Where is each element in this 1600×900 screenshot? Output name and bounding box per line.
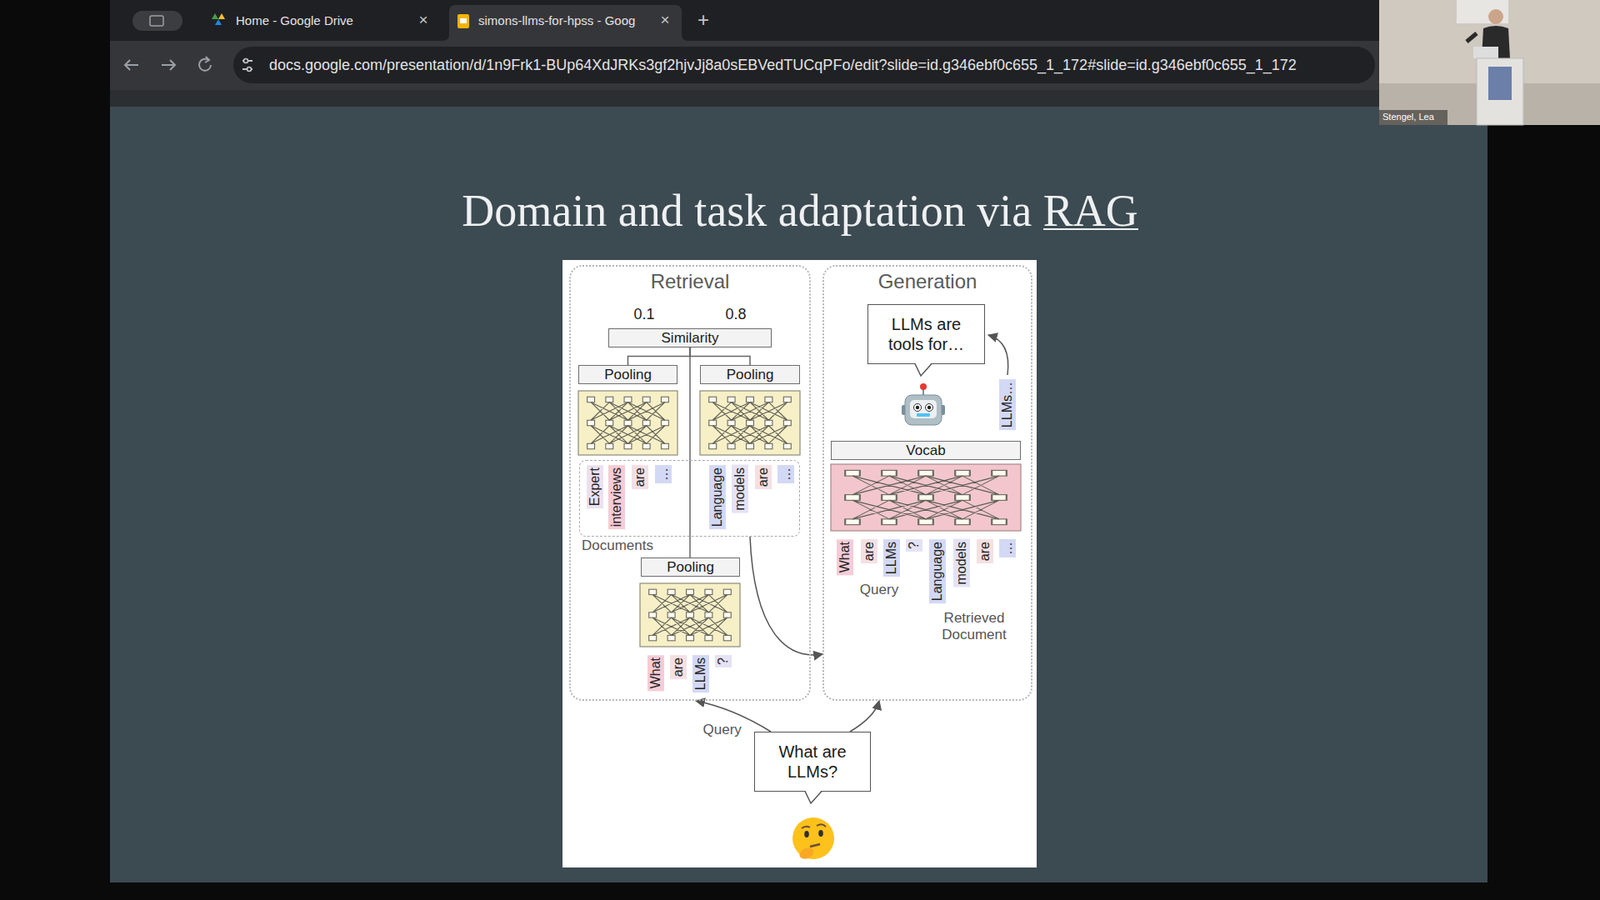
group-heading: Generation	[824, 270, 1031, 294]
token: LLMs	[692, 655, 710, 693]
slide-title: Domain and task adaptation via RAG	[461, 185, 1138, 237]
bubble-text: LLMs are tools for…	[880, 314, 974, 355]
layer-box: Similarity	[608, 328, 772, 348]
token: ?	[905, 539, 923, 552]
box-label: Similarity	[658, 329, 723, 347]
browser-text: +	[697, 7, 710, 32]
bubble-tail	[805, 790, 824, 805]
token: ?	[715, 655, 732, 668]
token: are	[860, 539, 878, 564]
group-label: Documents	[581, 537, 654, 554]
token: What	[836, 539, 854, 575]
connector	[690, 347, 750, 365]
token: Expert	[586, 465, 604, 509]
connector	[689, 347, 691, 558]
figure-note: 0.1	[633, 305, 655, 324]
layer-box: Vocab	[830, 440, 1021, 460]
token: models	[731, 465, 749, 514]
edge-label: Query	[701, 721, 744, 739]
token: What	[647, 655, 665, 691]
token: models	[953, 539, 970, 588]
bubble-tail	[915, 362, 934, 378]
connector	[850, 700, 880, 732]
token: are	[670, 655, 687, 680]
stage-group: RetrievalSimilarityPoolingPoolingDocumen…	[569, 265, 811, 701]
browser-text: ×	[660, 10, 670, 30]
connector	[750, 536, 823, 655]
figure-note: Retrieved Document	[920, 610, 1028, 644]
token: …	[655, 465, 672, 484]
layer-box: Pooling	[640, 557, 740, 577]
bubble-tail-edge	[915, 364, 932, 377]
token: are	[976, 539, 994, 564]
token: Language	[929, 539, 946, 604]
browser-text: simons-llms-for-hpss - Goog	[478, 13, 635, 29]
box-label: Pooling	[663, 558, 718, 576]
token: are	[631, 465, 649, 490]
figure-note: 0.8	[725, 305, 746, 324]
figure-note: Query	[860, 581, 899, 599]
speech-bubble: LLMs are tools for…	[867, 304, 985, 365]
token: Language	[709, 465, 726, 530]
group-heading: Retrieval	[570, 270, 810, 294]
browser-text: Home - Google Drive	[235, 13, 354, 29]
bubble-tail-fill	[805, 790, 822, 804]
speech-bubble: What are LLMs?	[754, 731, 871, 792]
layer-box: Pooling	[700, 365, 800, 385]
token: are	[755, 465, 772, 490]
connector	[628, 347, 691, 365]
bubble-text: What are LLMs?	[765, 741, 860, 782]
bubble-tail-edge	[805, 791, 822, 805]
token: …	[999, 539, 1016, 558]
browser-text: Stengel, Lea	[1382, 111, 1435, 123]
token: interviews	[608, 465, 625, 530]
token: …	[777, 465, 795, 484]
title-underline	[1043, 228, 1139, 230]
box-label: Pooling	[600, 365, 655, 384]
box-label: Pooling	[723, 365, 778, 384]
token: LLMs…	[999, 379, 1016, 430]
bubble-tail-fill	[915, 362, 932, 376]
browser-text: docs.google.com/presentation/d/1n9Frk1-B…	[269, 55, 1297, 75]
token: LLMs	[883, 539, 900, 577]
browser-text: ×	[418, 10, 428, 30]
box-label: Vocab	[902, 441, 949, 460]
layer-box: Pooling	[578, 365, 678, 385]
